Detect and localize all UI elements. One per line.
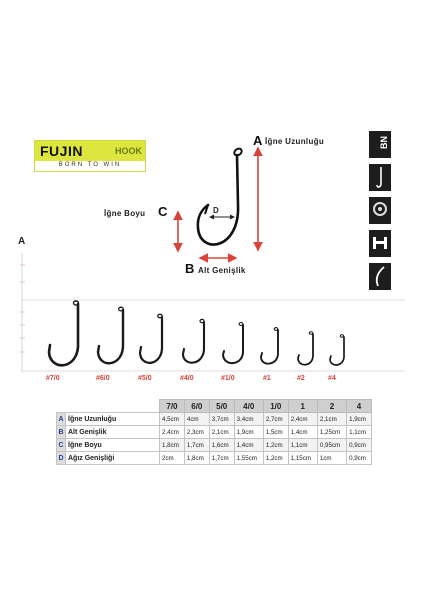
row-letter: B: [56, 425, 66, 439]
table-cell: 3,7cm: [208, 412, 235, 426]
sharp-point-icon: [369, 263, 391, 290]
main-hook-icon: [196, 147, 243, 246]
table-cell: 1,5cm: [262, 425, 289, 439]
row-name: İğne Uzunluğu: [65, 412, 160, 426]
table-header-cell: 5/0: [208, 399, 235, 413]
forged-icon: [369, 197, 391, 224]
table-cell: 1,15cm: [287, 451, 318, 465]
table-cell: 1,25cm: [316, 425, 348, 439]
size-label: #6/0: [96, 375, 110, 382]
hook-5-0-icon: [138, 313, 164, 364]
dimension-a-label: İğne Uzunluğu: [265, 137, 325, 146]
table-header-cell: 7/0: [159, 399, 185, 413]
table-cell: 1,55cm: [233, 451, 264, 465]
logo-brand-sub: HOOK: [115, 146, 142, 156]
table-header-cell: 6/0: [183, 399, 210, 413]
hook-4-0-icon: [181, 318, 206, 364]
table-header-cell: 4/0: [233, 399, 264, 413]
dimension-c-letter: C: [158, 204, 168, 219]
hook-2-icon: [297, 331, 314, 366]
table-cell: 2,1cm: [316, 412, 348, 426]
hook-1-icon: [260, 327, 279, 365]
dimension-c-label: İğne Boyu: [104, 209, 146, 218]
logo-tagline: BORN TO WIN: [58, 162, 122, 168]
black-nickel-icon: BN: [369, 131, 391, 158]
table-cell: 2,1cm: [208, 425, 235, 439]
table-cell: 1,4cm: [287, 425, 318, 439]
hook-4-size-icon: [329, 334, 345, 366]
logo-band: [35, 141, 145, 161]
table-cell: 4,5cm: [159, 412, 185, 426]
table-cell: 1,8cm: [159, 438, 185, 452]
hook-1-0-icon: [221, 321, 245, 364]
table-cell: 0,9cm: [346, 451, 372, 465]
table-cell: 4cm: [183, 412, 210, 426]
table-cell: 1,7cm: [208, 451, 235, 465]
table-header-cell: 4: [346, 399, 372, 413]
table-row: D Ağız Genişliği 2cm 1,8cm 1,7cm 1,55cm …: [56, 451, 372, 465]
hook-spec-table: 7/0 6/0 5/0 4/0 1/0 1 2 4 A İğne Uzunluğ…: [56, 399, 372, 465]
size-label: #4: [328, 375, 336, 382]
row-name: Ağız Genişliği: [65, 451, 160, 465]
table-cell: 1,2cm: [262, 438, 289, 452]
table-cell: 2,7cm: [262, 412, 289, 426]
table-row: C İğne Boyu 1,8cm 1,7cm 1,6cm 1,4cm 1,2c…: [56, 438, 372, 452]
row-name: İğne Boyu: [65, 438, 160, 452]
table-cell: 1,1cm: [287, 438, 318, 452]
dimension-b-label: Alt Genişlik: [198, 266, 246, 275]
dimension-b-letter: B: [185, 261, 195, 276]
row-letter: A: [56, 412, 66, 426]
table-header-row: 7/0 6/0 5/0 4/0 1/0 1 2 4: [56, 399, 372, 413]
table-cell: 2cm: [159, 451, 185, 465]
table-cell: 1,9cm: [346, 412, 372, 426]
size-label: #7/0: [46, 375, 60, 382]
size-label: #5/0: [138, 375, 152, 382]
hook-7-0-icon: [47, 300, 80, 367]
ruler-a-letter: A: [18, 236, 26, 247]
dimension-a-letter: A: [253, 133, 263, 148]
table-cell: 0,9cm: [346, 438, 372, 452]
straight-eye-icon: [369, 164, 391, 191]
row-letter: C: [56, 438, 66, 452]
table-cell: 3,4cm: [233, 412, 264, 426]
dimension-d-letter: D: [213, 206, 220, 215]
table-cell: 1cm: [316, 451, 348, 465]
feature-icon-column: BN: [369, 131, 391, 296]
table-cell: 1,1cm: [346, 425, 372, 439]
table-corner: [56, 399, 160, 413]
hook-6-0-icon: [96, 306, 125, 365]
logo-brand: FUJIN: [40, 143, 83, 159]
table-row: B Alt Genişlik 2,4cm 2,3cm 2,1cm 1,9cm 1…: [56, 425, 372, 439]
table-header-cell: 1/0: [262, 399, 289, 413]
table-cell: 0,95cm: [316, 438, 348, 452]
table-header-cell: 2: [316, 399, 348, 413]
table-cell: 2,3cm: [183, 425, 210, 439]
row-letter: D: [56, 451, 66, 465]
table-header-cell: 1: [287, 399, 318, 413]
table-cell: 1,4cm: [233, 438, 264, 452]
size-label: #2: [297, 375, 305, 382]
fujin-hook-logo: FUJIN HOOK BORN TO WIN: [34, 140, 146, 172]
row-name: Alt Genişlik: [65, 425, 160, 439]
table-cell: 1,6cm: [208, 438, 235, 452]
size-label: #1: [263, 375, 271, 382]
scale-ruler: [20, 253, 405, 372]
table-row: A İğne Uzunluğu 4,5cm 4cm 3,7cm 3,4cm 2,…: [56, 412, 372, 426]
table-cell: 2,4cm: [159, 425, 185, 439]
size-label: #1/0: [221, 375, 235, 382]
table-cell: 1,9cm: [233, 425, 264, 439]
table-cell: 2,4cm: [287, 412, 318, 426]
table-cell: 1,7cm: [183, 438, 210, 452]
table-cell: 1,8cm: [183, 451, 210, 465]
table-cell: 1,2cm: [262, 451, 289, 465]
size-label: #4/0: [180, 375, 194, 382]
svg-text:BN: BN: [379, 136, 389, 149]
welded-eye-icon: [369, 230, 391, 257]
